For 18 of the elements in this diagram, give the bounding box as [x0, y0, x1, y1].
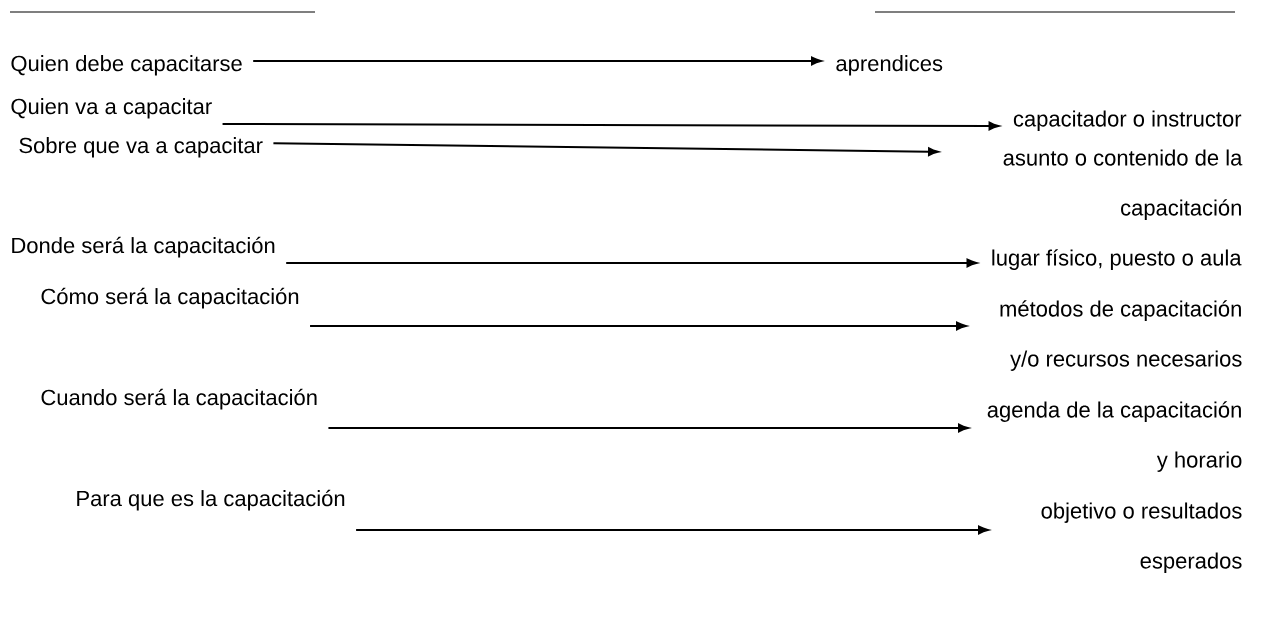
- answer-text: capacitador o instructor: [1013, 110, 1242, 131]
- arrow: [309, 321, 967, 331]
- question-text: Quien debe capacitarse: [11, 55, 242, 76]
- answer-text: aprendices: [836, 55, 943, 76]
- answer-text: objetivo o resultados esperados: [1041, 502, 1242, 573]
- question-text: Cómo será la capacitación: [41, 287, 299, 309]
- question-text: Quien va a capacitar: [11, 98, 212, 119]
- arrow: [327, 423, 969, 433]
- question-text: Para que es la capacitación: [77, 489, 345, 511]
- arrow: [272, 142, 939, 156]
- arrow: [285, 258, 978, 268]
- arrow: [252, 56, 822, 66]
- question-text: Sobre que va a capacitar: [19, 137, 263, 158]
- question-text: Cuando será la capacitación: [41, 388, 317, 410]
- arrow: [355, 525, 989, 535]
- question-text: Donde será la capacitación: [12, 236, 275, 258]
- arrow: [221, 121, 1000, 131]
- answer-text: lugar físico, puesto o aula: [992, 249, 1242, 270]
